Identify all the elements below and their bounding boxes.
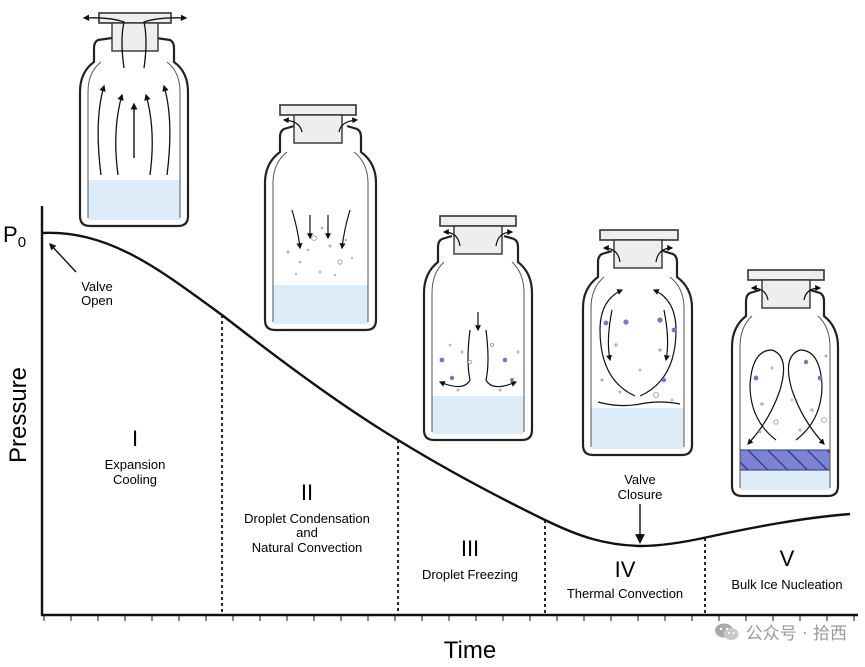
droplet [489,342,494,347]
droplet [320,226,324,230]
x-axis-ticks [43,615,855,621]
droplet [311,235,317,241]
svg-text:Thermal Convection: Thermal Convection [567,586,683,601]
svg-text:I: I [132,426,138,451]
svg-text:Valve: Valve [624,472,656,487]
droplet [803,359,809,365]
droplet [286,250,290,254]
droplet [614,343,618,347]
droplet [439,357,445,363]
droplet [798,428,802,432]
droplet [328,244,332,248]
droplet [623,319,629,325]
droplet [603,320,609,326]
droplet [790,398,794,402]
svg-text:Expansion: Expansion [105,457,166,472]
p0-label: P0 [3,222,26,251]
droplet [661,377,667,383]
svg-text:and: and [296,525,318,540]
droplet [318,270,322,274]
droplet [456,388,460,392]
svg-text:Valve: Valve [81,279,113,294]
droplet [773,419,779,425]
droplet [350,256,354,260]
droplet [638,368,642,372]
svg-text:Open: Open [81,293,113,308]
droplet [657,317,663,323]
droplet [498,388,502,392]
valve-closure-annotation: Valve Closure [618,472,663,544]
x-axis-label: Time [444,637,496,662]
svg-text:V: V [780,546,795,571]
wechat-icon [714,623,739,640]
droplet [294,272,298,276]
droplet [502,357,508,363]
droplet [467,359,473,365]
droplet [306,248,310,252]
droplet [810,408,814,412]
vial-stage-1 [78,12,190,228]
droplet [653,391,660,398]
svg-text:Droplet Freezing: Droplet Freezing [422,567,518,582]
svg-text:Bulk Ice Nucleation: Bulk Ice Nucleation [731,577,842,592]
droplet [770,366,774,370]
watermark-text: 公众号 · 拾西 [745,624,847,644]
droplet [758,430,762,434]
droplet [658,348,662,352]
svg-text:Closure: Closure [618,487,663,502]
svg-text:II: II [301,480,313,505]
y-axis-label: Pressure [5,367,32,463]
droplet [510,378,514,382]
stage-label-4: IV Thermal Convection [567,557,683,601]
droplet [824,354,828,358]
droplets [600,317,677,402]
svg-text:Cooling: Cooling [113,472,157,487]
droplets [753,354,828,434]
stage-label-1: I Expansion Cooling [105,426,166,487]
droplet [448,343,452,347]
svg-text:IV: IV [615,557,636,582]
droplet [821,417,827,423]
vial-stage-5 [730,269,840,498]
droplet [753,375,759,381]
stage-label-2: II Droplet Condensation and Natural Conv… [244,480,370,555]
droplet [337,259,343,265]
droplet [344,238,348,242]
droplets [439,342,520,392]
stage-label-3: III Droplet Freezing [422,536,518,582]
axes [40,206,858,621]
stage-label-5: V Bulk Ice Nucleation [731,546,842,592]
droplet [516,350,520,354]
droplet [600,378,604,382]
droplet [298,260,302,264]
droplet [671,327,677,333]
watermark: 公众号 · 拾西 [714,619,847,644]
vial-stage-2 [263,104,378,332]
droplet [333,273,337,277]
vial-stage-3 [422,215,534,442]
svg-text:Natural Convection: Natural Convection [252,540,363,555]
valve-open-annotation: Valve Open [49,242,113,308]
stage-dividers [221,315,706,615]
droplet [817,375,823,381]
droplet [618,390,622,394]
vial-stage-4 [581,229,694,457]
droplet [460,350,464,354]
svg-text:III: III [461,536,479,561]
droplet [760,402,764,406]
svg-text:Droplet Condensation: Droplet Condensation [244,511,370,526]
droplets [286,226,354,277]
droplet [449,375,455,381]
droplet [670,398,674,402]
pressure-curve [41,231,851,548]
